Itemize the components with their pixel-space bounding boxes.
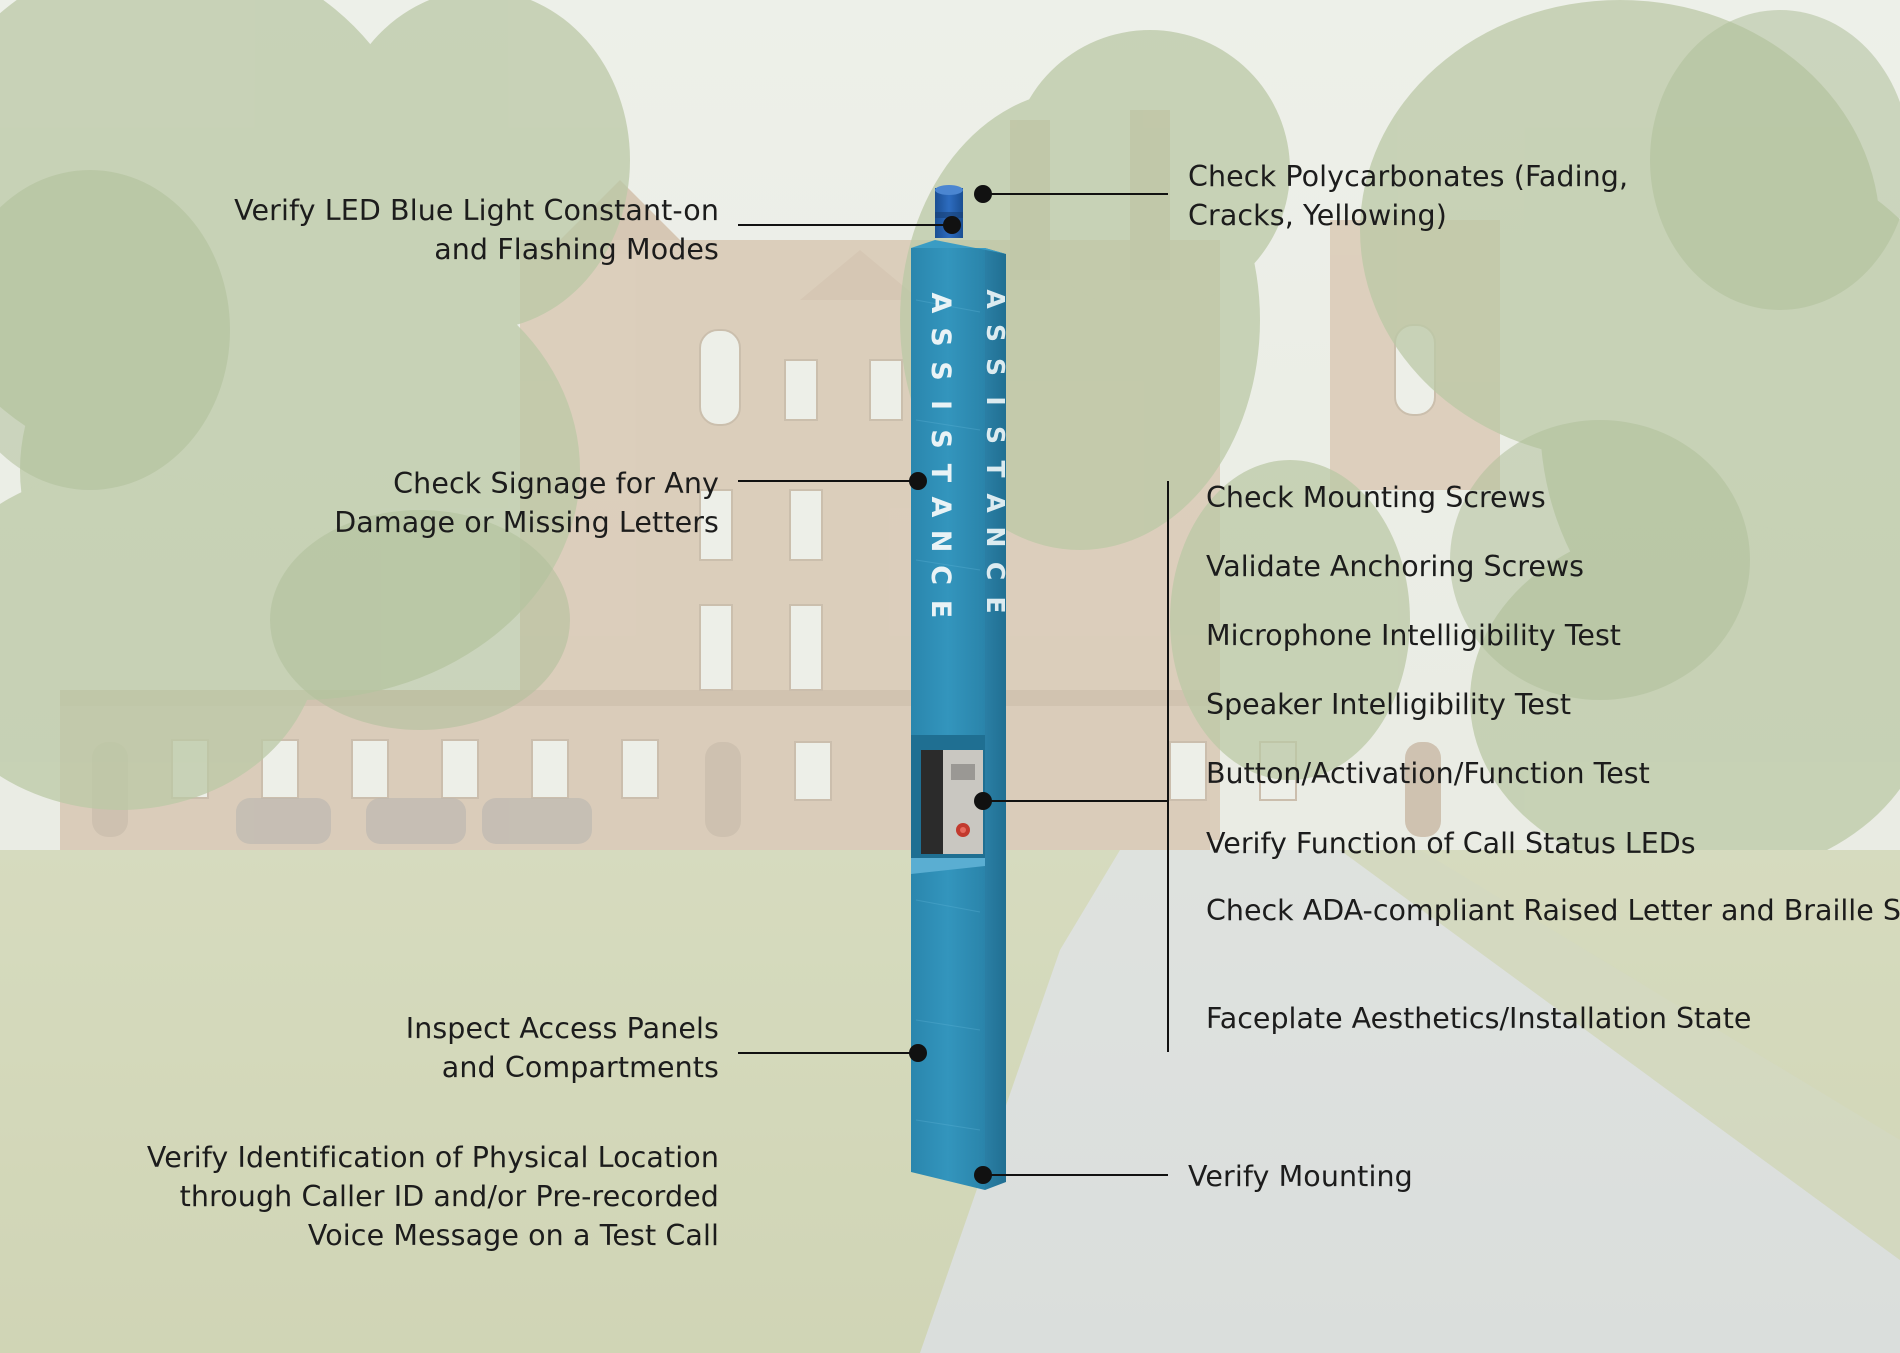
callout-signage: Check Signage for Any Damage or Missing …: [334, 464, 719, 542]
signage-letter: A: [925, 497, 956, 518]
signage-letter: S: [925, 429, 956, 448]
signage-letter: S: [925, 327, 956, 346]
callout-location-line-1: Verify Identification of Physical Locati…: [146, 1141, 719, 1174]
signage-letter: A: [981, 493, 1010, 513]
callout-location-line-2: through Caller ID and/or Pre-recorded: [179, 1180, 719, 1213]
signage-letter: S: [925, 361, 956, 380]
checklist-item-label: Microphone Intelligibility Test: [1206, 619, 1621, 652]
checklist-item: Check ADA-compliant Raised Letter and Br…: [1206, 891, 1900, 930]
checklist-item-label: Button/Activation/Function Test: [1206, 757, 1650, 790]
signage-letter: S: [981, 324, 1010, 342]
signage-letter: A: [925, 293, 956, 314]
checklist-item: Microphone Intelligibility Test: [1206, 616, 1621, 655]
signage-letter: E: [981, 596, 1010, 613]
checklist-item: Faceplate Aesthetics/Installation State: [1206, 999, 1751, 1038]
callout-panels-line-1: Inspect Access Panels: [405, 1012, 719, 1045]
signage-letter: T: [925, 464, 956, 483]
callout-led-line-1: Verify LED Blue Light Constant-on: [234, 194, 719, 227]
signage-letter: S: [981, 426, 1010, 444]
dot-led: [943, 216, 961, 234]
dot-polycarbonates: [974, 185, 992, 203]
checklist-item: Check Mounting Screws: [1206, 478, 1546, 517]
signage-letter: C: [925, 565, 956, 585]
callout-led-line-2: and Flashing Modes: [434, 233, 719, 266]
callout-polycarbonates-line-1: Check Polycarbonates (Fading,: [1188, 160, 1629, 193]
checklist-item-label-line-1: Check ADA-compliant Raised Letter and: [1206, 894, 1775, 927]
checklist-item-label: Speaker Intelligibility Test: [1206, 688, 1571, 721]
callout-panels-line-2: and Compartments: [441, 1051, 719, 1084]
parked-cars: [236, 798, 592, 844]
dot-faceplate: [974, 792, 992, 810]
callout-polycarbonates: Check Polycarbonates (Fading, Cracks, Ye…: [1188, 157, 1628, 235]
signage-letter: N: [925, 530, 956, 553]
callout-location-line-3: Voice Message on a Test Call: [307, 1219, 719, 1252]
signage-letter: I: [925, 400, 956, 410]
signage-letter: E: [925, 600, 956, 618]
callout-led-light: Verify LED Blue Light Constant-on and Fl…: [234, 191, 719, 269]
signage-letter: T: [981, 460, 1010, 477]
checklist-item-label: Verify Function of Call Status LEDs: [1206, 827, 1696, 860]
callout-access-panels: Inspect Access Panels and Compartments: [406, 1009, 719, 1087]
checklist-item: Speaker Intelligibility Test: [1206, 685, 1571, 724]
callout-signage-line-2: Damage or Missing Letters: [334, 506, 719, 539]
checklist-item-label: Faceplate Aesthetics/Installation State: [1206, 1002, 1752, 1035]
signage-letter: C: [981, 562, 1010, 580]
leader-dots: [909, 185, 992, 1184]
checklist-item: Verify Function of Call Status LEDs: [1206, 824, 1696, 863]
dot-panels: [909, 1044, 927, 1062]
checklist-item-label: Validate Anchoring Screws: [1206, 550, 1585, 583]
callout-signage-line-1: Check Signage for Any: [393, 467, 719, 500]
signage-letter: S: [981, 358, 1010, 376]
checklist-item: Button/Activation/Function Test: [1206, 754, 1650, 793]
callout-mounting-line-1: Verify Mounting: [1188, 1160, 1413, 1193]
checklist-item: Validate Anchoring Screws: [1206, 547, 1584, 586]
walkway: [920, 850, 1900, 1353]
dot-mounting: [974, 1166, 992, 1184]
callout-physical-location: Verify Identification of Physical Locati…: [147, 1138, 719, 1255]
callout-polycarbonates-line-2: Cracks, Yellowing): [1188, 199, 1447, 232]
checklist-item-label: Check Mounting Screws: [1206, 481, 1546, 514]
callout-mounting: Verify Mounting: [1188, 1157, 1413, 1196]
signage-letter: N: [981, 527, 1010, 548]
checklist-item-label-line-2: Braille Signage for Any Damage: [1783, 894, 1900, 927]
emergency-faceplate: [921, 750, 983, 854]
signage-letter: I: [981, 396, 1010, 405]
leader-lines: [738, 193, 1169, 1176]
dot-signage: [909, 472, 927, 490]
signage-letter: A: [981, 289, 1010, 309]
